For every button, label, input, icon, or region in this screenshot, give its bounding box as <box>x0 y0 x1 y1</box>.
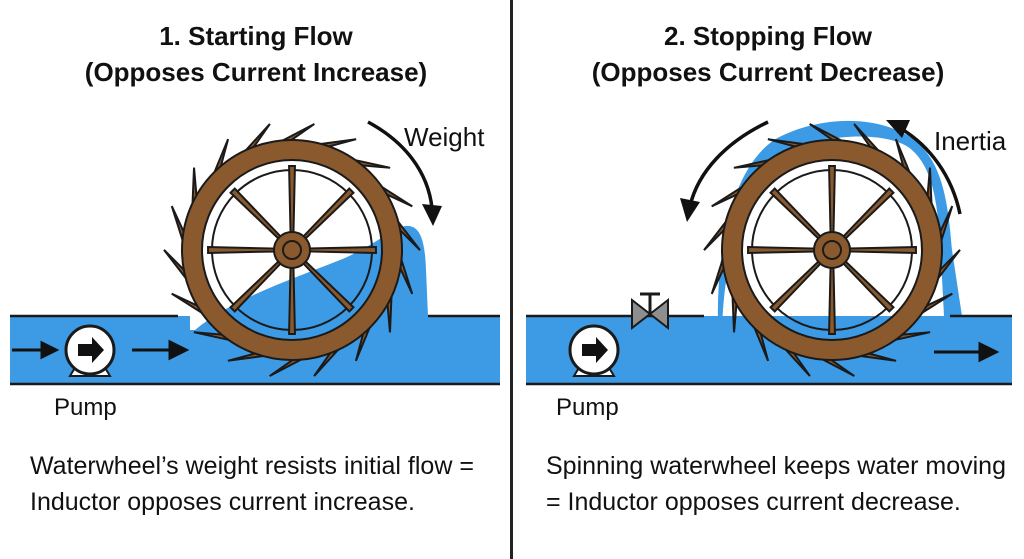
wheel-spoke <box>828 264 836 335</box>
panel-divider <box>510 0 513 559</box>
wheel-spoke <box>840 258 895 313</box>
stopping-flow-diagram <box>526 120 1012 386</box>
wheel-spoke <box>828 165 836 236</box>
arrow-icon <box>12 339 190 361</box>
panel-title-line2: (Opposes Current Increase) <box>84 57 428 87</box>
pump-icon <box>64 324 116 377</box>
starting-flow-diagram <box>10 120 500 386</box>
curved-arrow-icon <box>367 120 442 226</box>
curved-arrow-icon <box>886 120 962 215</box>
wheel-spoke <box>747 246 818 254</box>
wheel-spoke <box>288 264 296 335</box>
caption: Spinning waterwheel keeps water moving =… <box>546 452 1006 516</box>
wheel-spoke <box>846 246 917 254</box>
panel-stopping-flow: 2. Stopping Flow (Opposes Current Decrea… <box>512 0 1024 559</box>
wheel-spoke <box>207 246 278 254</box>
wheel-spoke <box>840 187 895 242</box>
wheel-spoke <box>769 187 824 242</box>
rotation-label: Weight <box>404 122 485 152</box>
wheel-spoke <box>306 246 377 254</box>
waterwheel-icon <box>163 123 421 377</box>
pump-label: Pump <box>54 394 117 421</box>
valve-icon <box>631 292 669 331</box>
arrow-icon <box>934 341 1000 363</box>
curved-arrow-icon <box>680 120 769 222</box>
panel-starting-flow: 1. Starting Flow (Opposes Current Increa… <box>10 21 500 516</box>
waterwheel-icon <box>703 123 961 377</box>
wheel-spoke <box>769 258 824 313</box>
wheel-spoke <box>229 187 284 242</box>
wheel-spoke <box>288 165 296 236</box>
rotation-label: Inertia <box>934 126 1007 156</box>
panel-title-line2: (Opposes Current Decrease) <box>591 57 945 87</box>
panel-title-line1: 1. Starting Flow <box>159 21 353 51</box>
caption: Waterwheel’s weight resists initial flow… <box>30 452 474 516</box>
wheel-spoke <box>300 187 355 242</box>
water-over-wheel <box>195 225 500 330</box>
pump-label: Pump <box>556 394 619 421</box>
panel-title-line1: 2. Stopping Flow <box>664 21 872 51</box>
pump-icon <box>568 324 620 377</box>
